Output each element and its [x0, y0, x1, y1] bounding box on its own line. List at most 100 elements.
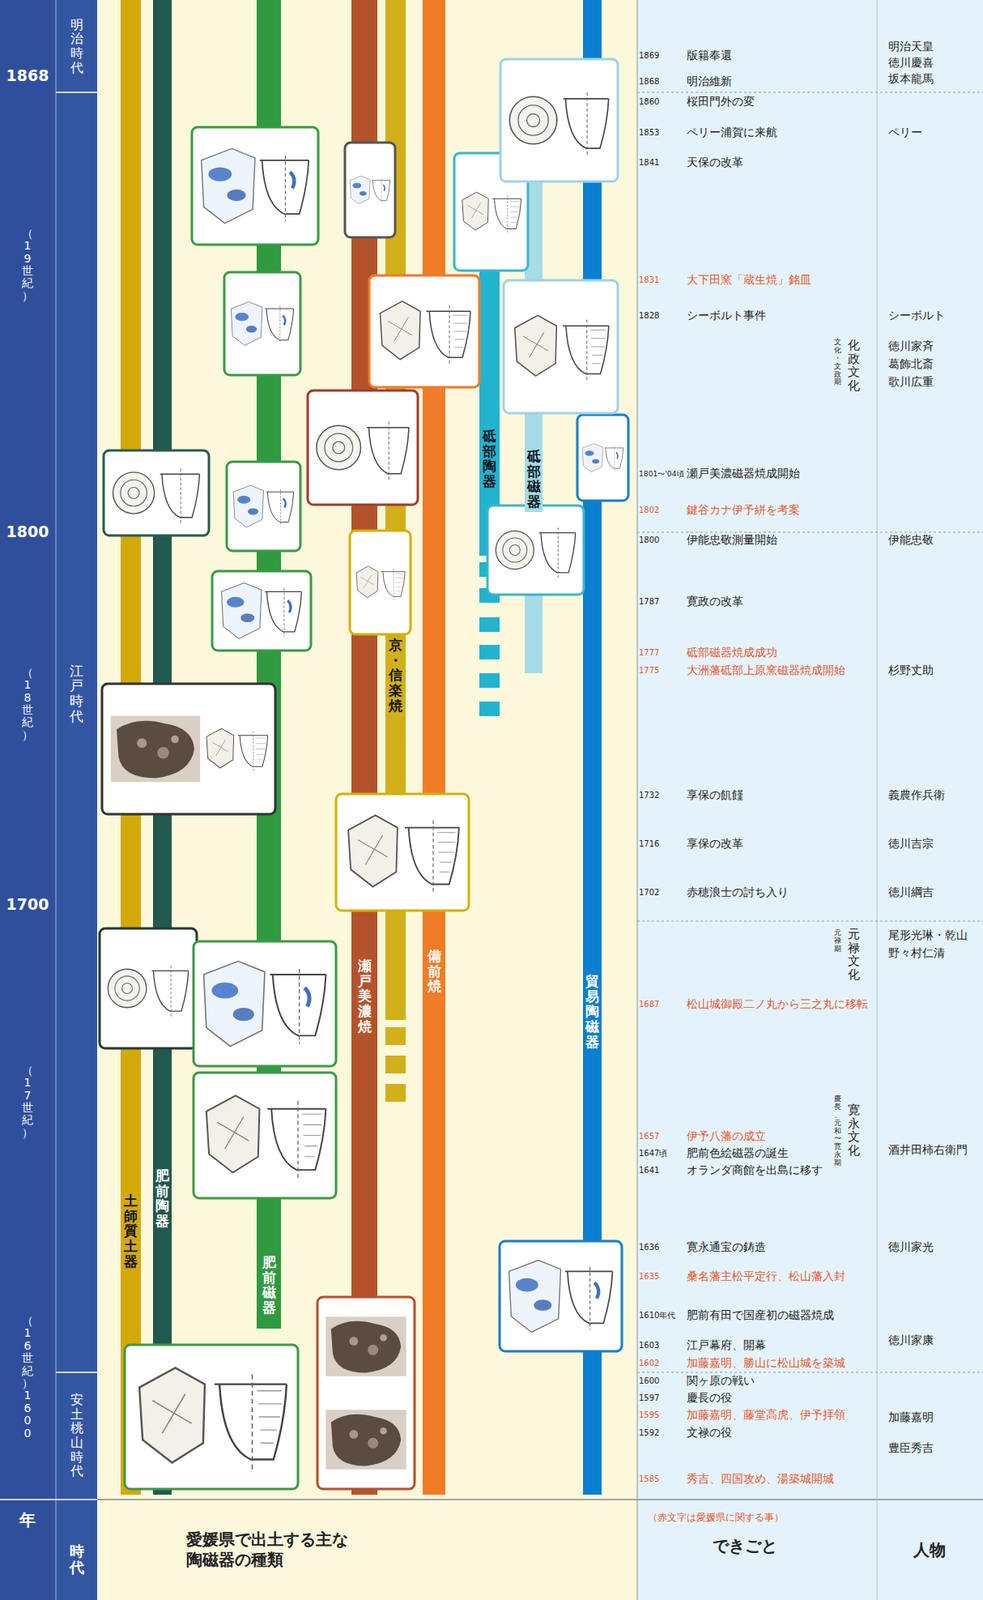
era-label: 明治時代 — [70, 17, 84, 75]
year-label: 1700 — [6, 894, 50, 915]
event-text: 松山城御殿二ノ丸から三之丸に移転 — [686, 996, 869, 1012]
pottery-photo — [110, 715, 201, 783]
pottery-image — [191, 127, 319, 245]
header-label: 愛媛県で出土する主な陶磁器の種類 — [186, 1528, 358, 1570]
event-text: シーボルト事件 — [686, 308, 766, 324]
pottery-image — [336, 793, 469, 911]
event-text: 天保の改革 — [686, 155, 744, 171]
century-label: （16世紀）1600 — [21, 1314, 34, 1439]
event-text: 瀬戸美濃磁器焼成開始 — [686, 466, 801, 481]
event-year: 1647頃 — [638, 1148, 668, 1159]
year-gridline — [637, 531, 983, 533]
image-frame — [344, 142, 396, 238]
bar-dash — [479, 701, 500, 716]
header-note: （赤文字は愛媛県に関する事） — [647, 1510, 784, 1524]
image-frame — [500, 59, 618, 182]
event-text: 大下田窯「蔵生焼」銘皿 — [686, 272, 812, 288]
bar-dash — [479, 672, 500, 688]
event-year: 1585 — [638, 1473, 660, 1485]
event-text: 版籍奉還 — [686, 48, 732, 64]
band-label: 貿易陶磁器 — [585, 973, 600, 1049]
period-label: 文化・文政期 — [834, 338, 842, 387]
event-year: 1657 — [638, 1131, 660, 1142]
event-text: 寛政の改革 — [686, 594, 744, 609]
event-text: 文禄の役 — [686, 1425, 732, 1440]
pottery-drawing — [349, 175, 391, 205]
event-text: 伊予八藩の成立 — [686, 1128, 766, 1144]
person-name: 義農作兵衛 — [888, 787, 945, 803]
person-name: 徳川家斉 — [888, 339, 934, 354]
pottery-drawing — [107, 965, 188, 1017]
pottery-image — [226, 461, 301, 551]
person-name: シーボルト — [888, 308, 945, 324]
band-label-patch: 備前焼 — [422, 945, 446, 996]
band-label: 瀬戸美濃焼 — [357, 957, 372, 1034]
event-text: 赤穂浪士の討ち入り — [686, 885, 789, 900]
column-divider — [55, 0, 57, 1600]
image-frame — [487, 505, 584, 595]
events-zone — [637, 0, 983, 1600]
pottery-image — [503, 280, 618, 413]
person-name: 徳川慶喜 — [888, 55, 934, 71]
person-name: 徳川家康 — [888, 1332, 934, 1348]
person-name: ペリー — [888, 125, 923, 141]
pottery-image — [193, 1072, 337, 1198]
person-name: 徳川綱吉 — [888, 885, 934, 900]
band-label-patch: 砥部磁器 — [524, 446, 543, 512]
pottery-image — [212, 570, 311, 651]
person-name: 豊臣秀吉 — [888, 1440, 934, 1456]
pottery-drawing — [348, 814, 460, 891]
pottery-band: 土師質土器 — [120, 0, 141, 1494]
header-label: できごと — [712, 1535, 778, 1556]
pottery-drawing — [221, 582, 303, 639]
event-text: ペリー浦賀に来航 — [686, 125, 778, 141]
pottery-photo — [325, 1408, 406, 1469]
pottery-drawing — [316, 421, 409, 480]
event-text: 鍵谷カナ伊予絣を考案 — [686, 502, 801, 518]
column-divider — [636, 0, 638, 1600]
band-label-patch: 京・信楽焼 — [385, 634, 406, 715]
event-text: 伊能忠敬測量開始 — [686, 532, 778, 548]
year-label: 1868 — [6, 66, 50, 86]
pottery-band: 瀬戸美濃焼 — [351, 0, 378, 1494]
event-year: 1610年代 — [638, 1310, 676, 1321]
person-name: 野々村仁清 — [888, 945, 945, 961]
event-year: 1602 — [638, 1357, 660, 1369]
pottery-zone — [97, 0, 638, 1600]
event-year: 1802 — [638, 505, 660, 516]
header-divider — [97, 1497, 983, 1500]
event-text: 桜田門外の変 — [686, 94, 755, 110]
period-label: 元禄期 — [834, 928, 842, 954]
image-frame — [336, 793, 469, 911]
band-label: 砥部磁器 — [527, 448, 541, 510]
year-column — [0, 0, 56, 1600]
pottery-drawing — [509, 1259, 613, 1332]
pottery-drawing — [139, 1366, 287, 1469]
person-name: 酒井田柿右衛門 — [888, 1142, 968, 1158]
person-name: 徳川吉宗 — [888, 836, 934, 852]
event-year: 1641 — [638, 1165, 660, 1176]
pottery-drawing — [206, 727, 269, 771]
event-year: 1687 — [638, 999, 660, 1010]
event-year: 1841 — [638, 157, 660, 169]
event-year: 1828 — [638, 310, 660, 322]
era-divider — [55, 91, 98, 94]
event-text: 慶長の役 — [686, 1390, 732, 1405]
event-year: 1869 — [638, 51, 660, 62]
period-label: 慶長、元和〜寛永期 — [834, 1094, 842, 1167]
event-text: 大洲藩砥部上原窯磁器焼成開始 — [686, 663, 846, 678]
pottery-images — [99, 59, 629, 1489]
pottery-drawing — [356, 565, 405, 601]
band-label: 土師質土器 — [123, 1192, 138, 1269]
culture-label: 化政文化 — [847, 338, 860, 392]
culture-label: 元禄文化 — [847, 927, 860, 981]
image-frame — [503, 280, 618, 413]
bar-dash — [385, 1083, 406, 1102]
event-year: 1635 — [638, 1271, 660, 1282]
pottery-band: 肥前陶器 — [153, 0, 172, 1494]
image-frame — [307, 390, 418, 505]
year-label: 1800 — [6, 522, 50, 542]
person-name: 杉野丈助 — [888, 663, 934, 678]
era-column — [55, 0, 98, 1600]
